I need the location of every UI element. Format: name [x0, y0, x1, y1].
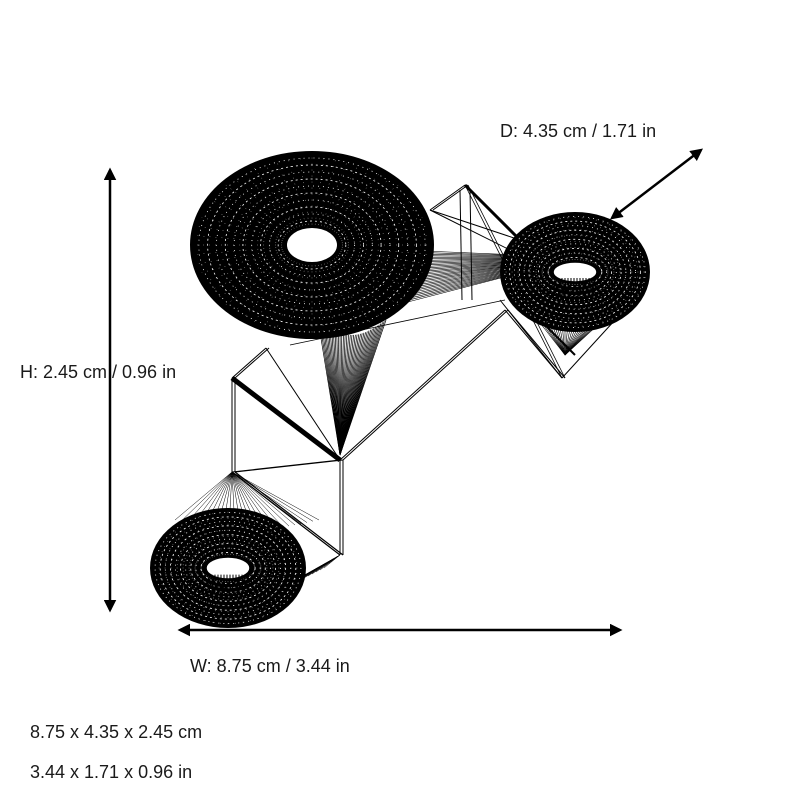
- dimensions-summary-in: 3.44 x 1.71 x 0.96 in: [30, 762, 193, 782]
- bottom-left-disc-hole: [206, 557, 250, 579]
- wireframe-discs: [150, 151, 650, 628]
- dimensions-summary-cm: 8.75 x 4.35 x 2.45 cm: [30, 722, 203, 742]
- depth-dimension-arrow: [610, 148, 703, 220]
- dimension-arrows: [103, 148, 703, 637]
- width-label: W: 8.75 cm / 3.44 in: [190, 656, 350, 676]
- depth-label: D: 4.35 cm / 1.71 in: [500, 121, 657, 141]
- height-label: H: 2.45 cm / 0.96 in: [20, 362, 177, 382]
- right-disc-hole: [553, 262, 597, 282]
- large-disc-hole: [287, 228, 337, 262]
- right-disc: [500, 212, 650, 332]
- large-disc: [190, 151, 434, 339]
- bottom-left-disc: [150, 508, 306, 628]
